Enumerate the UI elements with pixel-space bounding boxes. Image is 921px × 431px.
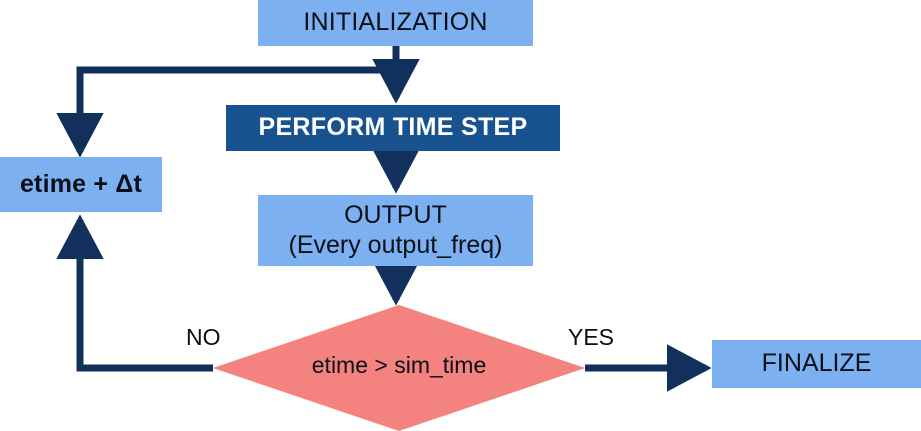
node-perform-time-step-label: PERFORM TIME STEP (258, 113, 528, 142)
edge-label-yes: YES (568, 324, 615, 350)
node-output-label-line2: (Every output_freq) (288, 230, 503, 259)
node-finalize-label: FINALIZE (761, 349, 872, 378)
node-initialization[interactable]: INITIALIZATION (258, 0, 533, 46)
node-etime-increment-label: etime + Δt (19, 169, 143, 198)
node-decision-label: etime > sim_time (311, 352, 487, 379)
node-perform-time-step[interactable]: PERFORM TIME STEP (226, 105, 560, 151)
edge-label-no: NO (186, 324, 221, 350)
node-etime-increment[interactable]: etime + Δt (0, 157, 162, 212)
node-output[interactable]: OUTPUT (Every output_freq) (258, 195, 533, 266)
node-decision-etime-gt-simtime[interactable]: etime > sim_time (213, 305, 585, 431)
node-initialization-label: INITIALIZATION (303, 8, 488, 37)
node-output-label-line1: OUTPUT (344, 201, 447, 229)
node-finalize[interactable]: FINALIZE (712, 340, 921, 388)
